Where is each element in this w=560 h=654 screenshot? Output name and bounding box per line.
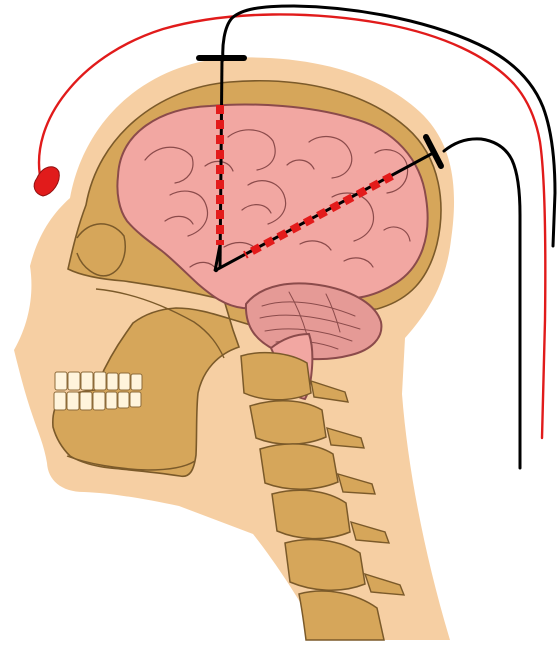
- probe-junction-point: [214, 268, 218, 272]
- electrode-wire-2: [444, 139, 520, 468]
- reference-clip-icon: [34, 167, 59, 196]
